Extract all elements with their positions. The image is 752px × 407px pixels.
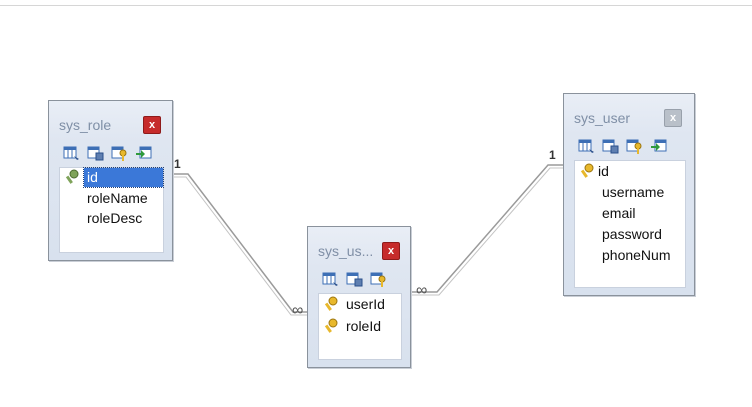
field-id[interactable]: id [598,163,609,179]
key-icon [324,318,338,334]
remove-field-icon[interactable] [87,145,104,161]
field-list: userId roleId [318,293,402,360]
table-title: sys_us... [318,243,374,259]
connector-role-to-userrole-inner [164,176,310,316]
move-field-icon[interactable] [135,145,152,161]
table-toolbar [322,271,387,289]
field-roleid[interactable]: roleId [346,318,382,334]
cardinality-role-many: ∞ [292,302,304,319]
field-id[interactable]: id [83,167,164,188]
table-toolbar [578,138,667,156]
close-button[interactable]: x [382,242,400,260]
top-divider [0,5,752,6]
table-sys-user[interactable]: sys_user x id username email password ph… [563,93,695,296]
table-title: sys_role [59,117,112,133]
move-field-icon[interactable] [650,138,667,154]
add-field-icon[interactable] [63,145,80,161]
primary-key-icon[interactable] [626,138,643,154]
field-password[interactable]: password [602,226,662,242]
field-list: id username email password phoneNum [574,160,686,288]
field-rolename[interactable]: roleName [87,190,148,206]
primary-key-icon[interactable] [111,145,128,161]
field-list: id roleName roleDesc [59,167,164,253]
table-toolbar [63,145,152,163]
close-button[interactable]: x [664,109,682,127]
remove-field-icon[interactable] [602,138,619,154]
add-field-icon[interactable] [578,138,595,154]
primary-key-icon[interactable] [370,271,387,287]
table-title: sys_user [574,110,631,126]
table-sys-role[interactable]: sys_role x id roleName roleDesc [48,100,173,261]
cardinality-user-many: ∞ [416,282,428,299]
connector-role-to-userrole[interactable] [164,173,310,313]
field-roledesc[interactable]: roleDesc [87,210,143,226]
remove-field-icon[interactable] [346,271,363,287]
connector-user-to-userrole-inner [411,167,566,296]
field-phonenum[interactable]: phoneNum [602,247,671,263]
key-icon [324,296,338,312]
table-sys-user-role[interactable]: sys_us... x userId roleId [307,226,411,368]
field-email[interactable]: email [602,205,636,221]
add-field-icon[interactable] [322,271,339,287]
field-username[interactable]: username [602,184,665,200]
cardinality-role-one: 1 [174,157,181,171]
close-button[interactable]: x [143,116,161,134]
key-icon [580,163,594,179]
primary-key-icon [65,169,79,185]
cardinality-user-one: 1 [549,148,556,162]
field-userid[interactable]: userId [346,296,385,312]
connector-user-to-userrole[interactable] [411,164,566,293]
